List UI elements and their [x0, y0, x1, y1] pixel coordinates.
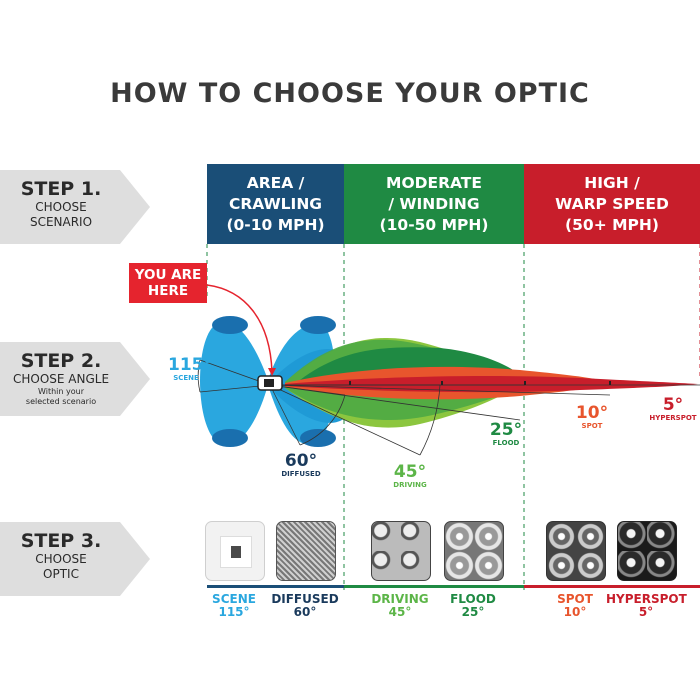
optic-name: HYPERSPOT [606, 592, 687, 606]
scenario-3-l2: WARP SPEED [555, 194, 669, 213]
optic-name: FLOOD [450, 592, 496, 606]
angle-value: 115° [168, 355, 212, 375]
scenario-moderate-winding: MODERATE / WINDING (10-50 MPH) [344, 164, 524, 244]
optic-flood-image[interactable] [444, 521, 504, 581]
scenario-1-l2: CRAWLING [228, 194, 323, 213]
scenario-2-l2: / WINDING [388, 194, 480, 213]
step-3-number: STEP 3. [20, 530, 102, 552]
you-are-here-l1: YOU ARE [134, 267, 202, 283]
angle-line [269, 384, 611, 396]
optic-spot-label: SPOT 10° [535, 593, 615, 619]
angle-label: DIFFUSED [281, 470, 321, 478]
optic-angle: 45° [388, 605, 412, 619]
step-2-line1: CHOOSE ANGLE [12, 372, 110, 386]
optic-hyperspot-label: HYPERSPOT 5° [606, 592, 687, 619]
angle-label: SPOT [581, 422, 603, 430]
step-3-line2: OPTIC [43, 567, 79, 581]
angle-hyperspot: 5° HYPERSPOT [648, 396, 698, 423]
angle-arc [299, 394, 346, 446]
scene-lobe [300, 429, 336, 447]
angle-driving: 45° DRIVING [390, 463, 430, 490]
optic-name: SPOT [557, 592, 593, 606]
step-2-note1: Within your [38, 387, 84, 396]
angle-line [269, 384, 301, 446]
angle-value: 10° [575, 403, 609, 423]
step-1-line2: SCENARIO [29, 215, 93, 229]
angle-value: 25° [489, 420, 523, 440]
scene-lobe [212, 316, 248, 334]
scene-led-panel [220, 536, 252, 568]
scenario-3-l1: HIGH / [584, 173, 640, 192]
you-are-here-l2: HERE [147, 283, 189, 299]
optic-scene-label: SCENE 115° [194, 593, 274, 619]
bar-area [207, 585, 344, 588]
optic-driving-image[interactable] [371, 521, 431, 581]
scene-led-chip [231, 546, 241, 558]
step-2-arrow: STEP 2. CHOOSE ANGLE Within your selecte… [0, 342, 150, 416]
optic-diffused-label: DIFFUSED 60° [265, 593, 345, 619]
scene-beam-left [200, 322, 268, 445]
optic-angle: 5° [638, 605, 654, 619]
scenario-area-crawling: AREA / CRAWLING (0-10 MPH) [207, 164, 344, 244]
scene-lobe [212, 429, 248, 447]
optic-spot-image[interactable] [546, 521, 606, 581]
optic-diffused-image[interactable] [276, 521, 336, 581]
angle-line [269, 384, 521, 421]
angle-value: 5° [662, 395, 684, 415]
angle-scene: 115° SCENE [168, 355, 212, 383]
angle-line [269, 384, 421, 456]
scenario-1-l3: (0-10 MPH) [226, 215, 325, 234]
optic-angle: 115° [218, 605, 250, 619]
scenario-2-l1: MODERATE [386, 173, 482, 192]
optic-hyperspot-image[interactable] [617, 521, 677, 581]
angle-flood: 25° FLOOD [488, 421, 524, 448]
optic-angle: 60° [293, 605, 317, 619]
here-arrow-line [206, 284, 273, 373]
angle-label: FLOOD [492, 439, 520, 447]
angle-spot: 10° SPOT [574, 404, 610, 431]
step-3-line1: CHOOSE [35, 552, 87, 566]
bar-high [524, 585, 700, 588]
page-title: HOW TO CHOOSE YOUR OPTIC [110, 78, 590, 109]
angle-label: HYPERSPOT [649, 414, 697, 422]
step-2-note2: selected scenario [25, 397, 97, 406]
optic-scene-image[interactable] [205, 521, 265, 581]
scenario-1-l1: AREA / [246, 173, 305, 192]
step-2-number: STEP 2. [20, 350, 102, 372]
scene-lobe [300, 316, 336, 334]
optic-angle: 25° [461, 605, 485, 619]
step-3-arrow: STEP 3. CHOOSE OPTIC [0, 522, 150, 596]
optic-flood-label: FLOOD 25° [433, 593, 513, 619]
angle-arc [197, 359, 201, 393]
scenario-2-l3: (10-50 MPH) [379, 215, 489, 234]
optic-name: DIFFUSED [271, 592, 339, 606]
optic-name: SCENE [212, 592, 256, 606]
optic-angle: 10° [563, 605, 587, 619]
step-1-arrow: STEP 1. CHOOSE SCENARIO [0, 170, 150, 244]
optic-driving-label: DRIVING 45° [360, 593, 440, 619]
scenario-3-l3: (50+ MPH) [565, 215, 659, 234]
here-arrow-head [268, 368, 276, 376]
angle-label: DRIVING [393, 481, 427, 489]
angle-value: 60° [284, 451, 318, 471]
scenario-high-warp-speed: HIGH / WARP SPEED (50+ MPH) [524, 164, 700, 244]
flood-beam-top [300, 347, 524, 382]
step-1-number: STEP 1. [20, 178, 102, 200]
optic-name: DRIVING [371, 592, 429, 606]
angle-diffused: 60° DIFFUSED [279, 452, 323, 479]
hyperspot-beam [285, 376, 698, 393]
angle-value: 45° [393, 462, 427, 482]
bar-moderate [344, 585, 524, 588]
vehicle-window [264, 379, 274, 387]
step-1-line1: CHOOSE [35, 200, 87, 214]
angle-label: SCENE [173, 374, 199, 382]
